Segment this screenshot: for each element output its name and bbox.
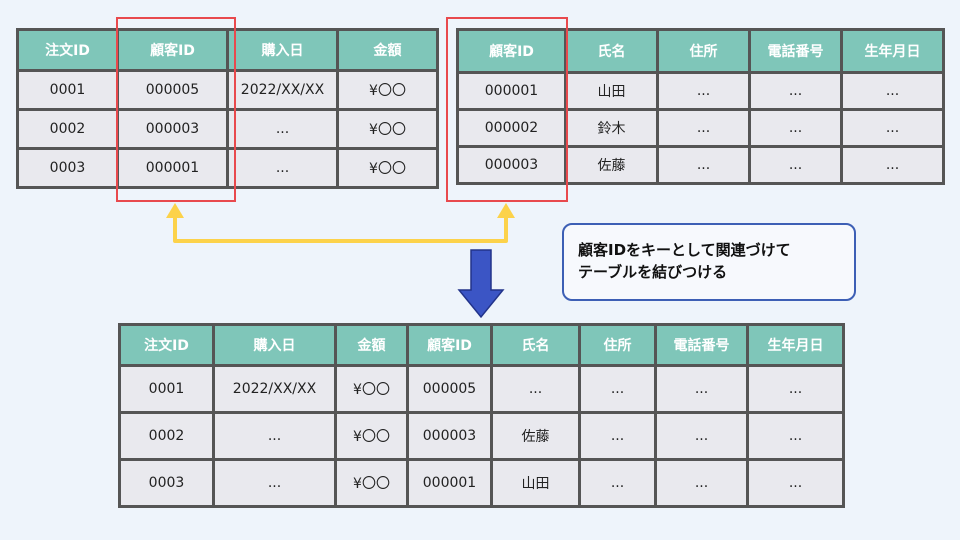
customers-header-cell: 住所	[656, 28, 751, 74]
orders-header-cell: 金額	[336, 28, 439, 72]
table-cell: ...	[748, 108, 843, 148]
table-cell: 2022/XX/XX	[226, 69, 339, 111]
table-cell: 000001	[116, 147, 229, 189]
table-cell: ...	[746, 411, 845, 461]
table-cell: ...	[748, 145, 843, 185]
customers-header-cell: 顧客ID	[456, 28, 567, 74]
customers-header-cell: 電話番号	[748, 28, 843, 74]
table-cell: ¥〇〇	[336, 147, 439, 189]
table-cell: ...	[746, 458, 845, 508]
joined-header-cell: 注文ID	[118, 323, 215, 367]
joined-header-cell: 電話番号	[654, 323, 749, 367]
table-cell: ...	[840, 71, 945, 111]
joined-header-cell: 氏名	[490, 323, 581, 367]
table-row: 000003 佐藤 ... ... ...	[456, 145, 945, 185]
table-cell: ¥〇〇	[336, 108, 439, 150]
customers-header-cell: 生年月日	[840, 28, 945, 74]
table-cell: ¥〇〇	[334, 364, 409, 414]
table-cell: 000003	[406, 411, 493, 461]
table-cell: ...	[840, 108, 945, 148]
table-cell: 山田	[490, 458, 581, 508]
table-cell: 0003	[118, 458, 215, 508]
customers-header-cell: 氏名	[564, 28, 659, 74]
table-row: 0002 000003 ... ¥〇〇	[16, 108, 439, 150]
table-row: 0001 000005 2022/XX/XX ¥〇〇	[16, 69, 439, 111]
table-cell: 000005	[406, 364, 493, 414]
table-cell: ...	[212, 411, 337, 461]
table-cell: ...	[654, 458, 749, 508]
table-cell: 鈴木	[564, 108, 659, 148]
table-row: 0001 2022/XX/XX ¥〇〇 000005 ... ... ... .…	[118, 364, 845, 414]
table-cell: ...	[840, 145, 945, 185]
table-cell: ...	[654, 364, 749, 414]
table-row: 0002 ... ¥〇〇 000003 佐藤 ... ... ...	[118, 411, 845, 461]
orders-table: 注文ID 顧客ID 購入日 金額 0001 000005 2022/XX/XX …	[16, 28, 439, 189]
joined-header-row: 注文ID 購入日 金額 顧客ID 氏名 住所 電話番号 生年月日	[118, 323, 845, 367]
joined-header-cell: 購入日	[212, 323, 337, 367]
callout-line-1: 顧客IDをキーとして関連づけて	[578, 241, 791, 259]
table-row: 0003 ... ¥〇〇 000001 山田 ... ... ...	[118, 458, 845, 508]
orders-header-cell: 購入日	[226, 28, 339, 72]
table-cell: ...	[748, 71, 843, 111]
table-cell: 2022/XX/XX	[212, 364, 337, 414]
table-cell: 0001	[118, 364, 215, 414]
table-cell: ...	[226, 108, 339, 150]
table-cell: 000005	[116, 69, 229, 111]
joined-header-cell: 住所	[578, 323, 657, 367]
joined-header-cell: 生年月日	[746, 323, 845, 367]
joined-header-cell: 金額	[334, 323, 409, 367]
table-cell: ...	[212, 458, 337, 508]
callout-line-2: テーブルを結びつける	[578, 263, 728, 281]
table-cell: 佐藤	[490, 411, 581, 461]
table-cell: 000001	[456, 71, 567, 111]
table-cell: 0002	[118, 411, 215, 461]
table-cell: ...	[746, 364, 845, 414]
table-cell: ...	[656, 108, 751, 148]
table-row: 000002 鈴木 ... ... ...	[456, 108, 945, 148]
table-cell: ...	[578, 411, 657, 461]
joined-header-cell: 顧客ID	[406, 323, 493, 367]
table-cell: ...	[654, 411, 749, 461]
table-cell: ...	[578, 364, 657, 414]
table-row: 0003 000001 ... ¥〇〇	[16, 147, 439, 189]
table-cell: 000003	[116, 108, 229, 150]
orders-header-cell: 顧客ID	[116, 28, 229, 72]
table-cell: ...	[656, 71, 751, 111]
orders-header-row: 注文ID 顧客ID 購入日 金額	[16, 28, 439, 72]
table-cell: ¥〇〇	[334, 411, 409, 461]
table-cell: ...	[578, 458, 657, 508]
joined-table: 注文ID 購入日 金額 顧客ID 氏名 住所 電話番号 生年月日 0001 20…	[118, 323, 845, 508]
table-cell: 000003	[456, 145, 567, 185]
table-cell: 佐藤	[564, 145, 659, 185]
explanation-callout: 顧客IDをキーとして関連づけて テーブルを結びつける	[562, 223, 856, 301]
customers-table: 顧客ID 氏名 住所 電話番号 生年月日 000001 山田 ... ... .…	[456, 28, 945, 185]
double-headed-arrow-icon	[166, 203, 515, 243]
table-cell: ...	[656, 145, 751, 185]
table-cell: ¥〇〇	[336, 69, 439, 111]
table-cell: ...	[490, 364, 581, 414]
customers-header-row: 顧客ID 氏名 住所 電話番号 生年月日	[456, 28, 945, 74]
table-cell: 000001	[406, 458, 493, 508]
table-row: 000001 山田 ... ... ...	[456, 71, 945, 111]
table-cell: ...	[226, 147, 339, 189]
table-cell: ¥〇〇	[334, 458, 409, 508]
down-arrow-icon	[457, 249, 505, 319]
orders-header-cell: 注文ID	[16, 28, 119, 72]
table-cell: 0003	[16, 147, 119, 189]
table-cell: 000002	[456, 108, 567, 148]
